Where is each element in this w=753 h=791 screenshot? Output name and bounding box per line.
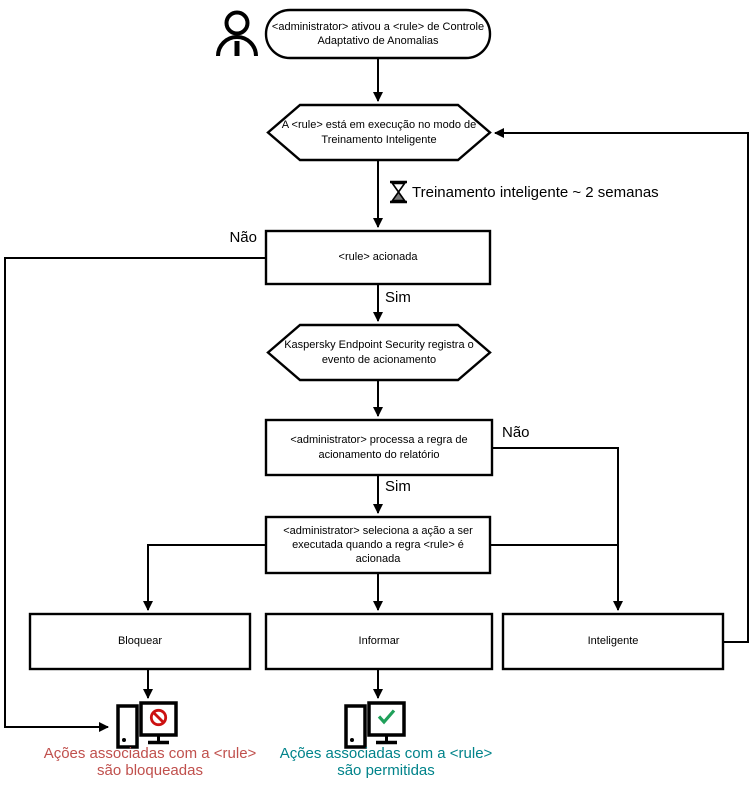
administrator-icon xyxy=(216,10,258,57)
process-rule-box xyxy=(264,418,494,477)
rule-triggered-label: <rule> acionada xyxy=(338,251,418,264)
allowed-caption-line2: são permitidas xyxy=(337,762,435,780)
branch-select-to-block xyxy=(143,544,266,611)
loop-no-rule-triggered xyxy=(4,257,266,732)
label-yes-rule-triggered: Sim xyxy=(385,289,411,306)
inform-label: Informar xyxy=(358,635,400,648)
blocked-caption-line1: Ações associadas com a <rule> xyxy=(43,745,257,762)
label-yes-process-rule: Sim xyxy=(385,478,411,495)
smart-node: Inteligente xyxy=(503,614,723,669)
computer-blocked-icon xyxy=(116,701,178,749)
blocked-caption-line2: são bloqueadas xyxy=(97,762,203,780)
inform-box xyxy=(264,612,494,671)
block-box xyxy=(28,612,252,671)
smart-label: Inteligente xyxy=(587,635,639,648)
select-action-node: <administrator> seleciona a ação a ser e… xyxy=(266,517,490,573)
block-label: Bloquear xyxy=(117,635,163,648)
start-node: <administrator> ativou a <rule> de Contr… xyxy=(266,10,490,58)
registers-event-node: Kaspersky Endpoint Security registra o e… xyxy=(280,325,478,380)
check-icon xyxy=(377,709,396,725)
timer-label: Treinamento inteligente ~ 2 semanas xyxy=(412,184,659,201)
process-rule-label: <administrator> processa a regra de acio… xyxy=(290,434,468,461)
allowed-caption-line1: Ações associadas com a <rule> xyxy=(279,745,493,762)
connectors xyxy=(4,58,749,732)
training-mode-label: A <rule> está em execução no modo de Tre… xyxy=(281,119,477,146)
loop-smart-to-training xyxy=(494,128,749,643)
rule-triggered-node: <rule> acionada xyxy=(266,231,490,284)
computer-allowed-icon xyxy=(344,701,406,749)
training-mode-node: A <rule> está em execução no modo de Tre… xyxy=(280,105,478,160)
training-mode-hexagon xyxy=(266,103,492,162)
process-rule-node: <administrator> processa a regra de acio… xyxy=(266,420,492,475)
label-no-rule-triggered: Não xyxy=(229,229,257,246)
blocked-caption: Ações associadas com a <rule> são bloque… xyxy=(30,745,270,780)
select-action-label: <administrator> seleciona a ação a ser e… xyxy=(283,524,473,566)
branch-no-process xyxy=(492,447,623,611)
label-no-process-rule: Não xyxy=(502,424,530,441)
registers-event-hexagon xyxy=(266,323,492,382)
block-node: Bloquear xyxy=(30,614,250,669)
inform-node: Informar xyxy=(266,614,492,669)
registers-event-label: Kaspersky Endpoint Security registra o e… xyxy=(284,339,474,366)
hourglass-icon xyxy=(390,180,407,204)
start-node-label: <administrator> ativou a <rule> de Contr… xyxy=(271,20,485,47)
prohibition-icon xyxy=(149,708,168,727)
allowed-caption: Ações associadas com a <rule> são permit… xyxy=(264,745,508,780)
